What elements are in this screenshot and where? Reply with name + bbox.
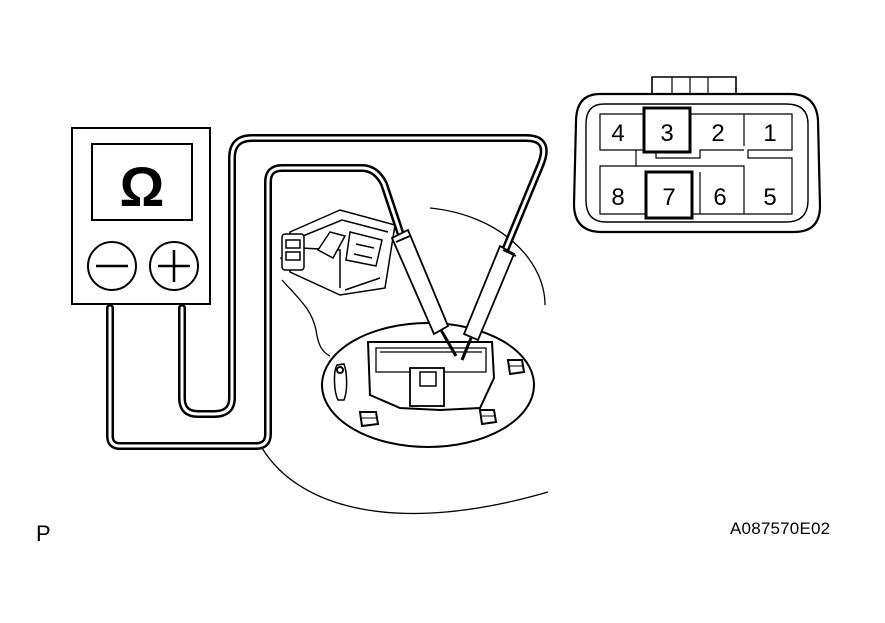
flange-bolt bbox=[358, 411, 380, 428]
pin-7-highlight bbox=[644, 170, 694, 220]
pin-number-8: 8 bbox=[611, 184, 624, 211]
ohmmeter: Ω bbox=[71, 127, 211, 305]
pump-flange bbox=[321, 322, 535, 448]
probe-positive bbox=[460, 244, 517, 361]
pin-number-3: 3 bbox=[660, 120, 673, 147]
harness-connector bbox=[281, 209, 396, 296]
connector-face: 4 3 2 1 8 7 6 5 bbox=[572, 76, 822, 234]
figure-code: A087570E02 bbox=[730, 519, 831, 538]
pin-number-7: 7 bbox=[662, 184, 675, 211]
pin-number-6: 6 bbox=[713, 184, 726, 211]
flange-bolt bbox=[478, 409, 498, 426]
connector-lock-tab bbox=[651, 76, 737, 93]
pin-number-2: 2 bbox=[711, 120, 724, 147]
ohm-symbol: Ω bbox=[120, 155, 165, 218]
ohmmeter-display bbox=[91, 143, 193, 221]
probe-leads bbox=[106, 134, 548, 450]
pin-number-4: 4 bbox=[611, 120, 624, 147]
corner-mark: P bbox=[36, 521, 51, 546]
flange-bolt bbox=[506, 359, 526, 376]
pin-number-5: 5 bbox=[763, 184, 776, 211]
negative-terminal bbox=[87, 241, 137, 291]
positive-terminal bbox=[149, 241, 199, 291]
pin-3-highlight bbox=[642, 106, 692, 154]
pin-number-1: 1 bbox=[763, 120, 776, 147]
probe-negative bbox=[390, 228, 458, 357]
